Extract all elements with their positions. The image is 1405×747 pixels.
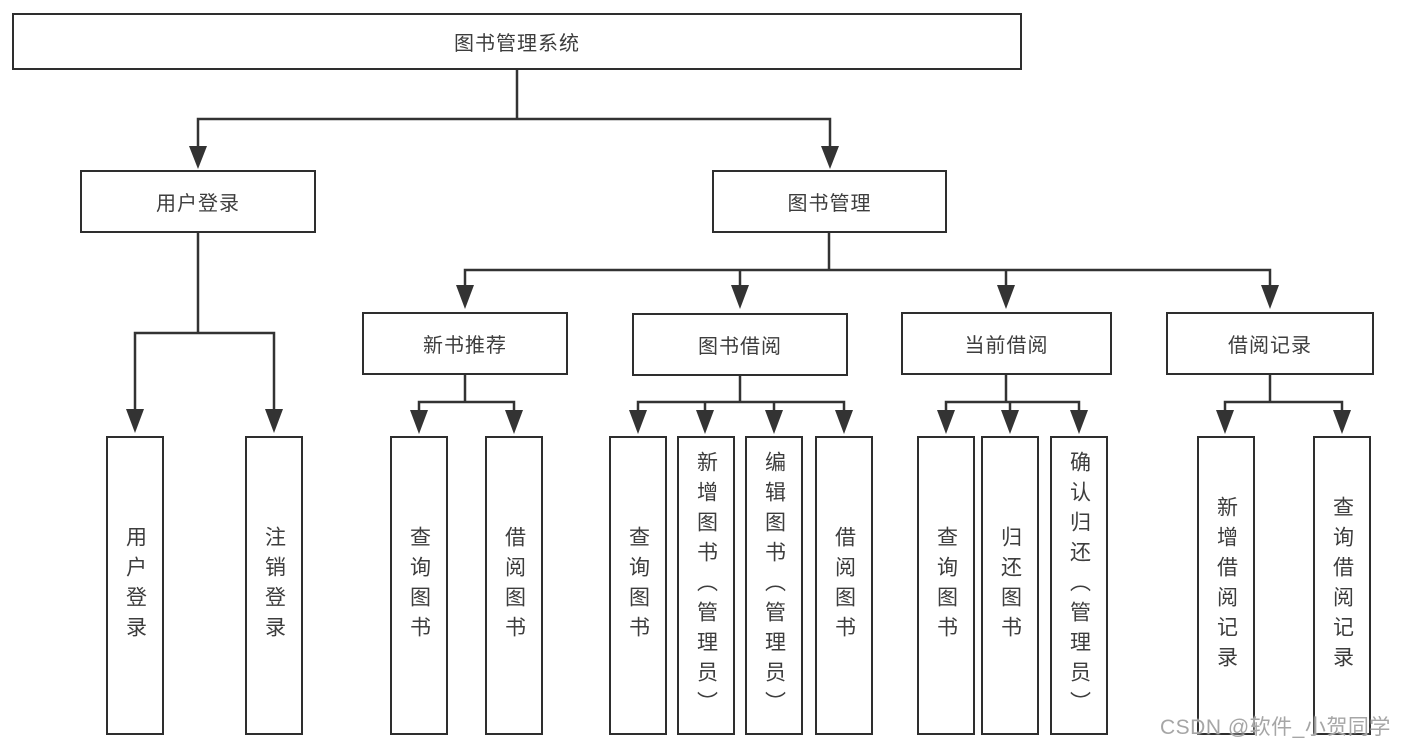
arrowhead (410, 410, 428, 434)
leaf-label: 新增图书（管理员） (694, 450, 718, 721)
arrowhead (731, 285, 749, 309)
arrowhead (765, 410, 783, 434)
arrowhead (1216, 410, 1234, 434)
connector-borrow-rail (636, 400, 846, 412)
arrowhead (189, 146, 207, 169)
node-label: 借阅记录 (1228, 335, 1312, 357)
arrowhead (456, 285, 474, 309)
arrowhead (126, 409, 144, 433)
leaf-label: 用户登录 (123, 525, 147, 646)
leaf-query-books-1: 查询图书 (390, 436, 448, 735)
node-new-book-recommend: 新书推荐 (362, 312, 568, 375)
leaf-label: 编辑图书（管理员） (762, 450, 786, 721)
node-label: 用户登录 (156, 193, 240, 215)
arrowhead (997, 285, 1015, 309)
node-current-borrow: 当前借阅 (901, 312, 1112, 375)
connector-records-rail (1223, 400, 1344, 412)
connector-bookmgmt-rail (463, 268, 1272, 286)
leaf-label: 查询图书 (934, 525, 958, 646)
node-label: 图书管理 (787, 193, 872, 215)
node-library-system: 图书管理系统 (12, 13, 1022, 70)
leaf-query-borrow-record: 查询借阅记录 (1313, 436, 1371, 735)
leaf-query-books-2: 查询图书 (609, 436, 667, 735)
node-borrow-records: 借阅记录 (1166, 312, 1374, 375)
node-book-management: 图书管理 (712, 170, 947, 233)
leaf-label: 借阅图书 (502, 525, 526, 646)
arrowhead (1001, 410, 1019, 434)
connector-current-rail (944, 400, 1081, 412)
arrowhead (937, 410, 955, 434)
leaf-user-login: 用户登录 (106, 436, 164, 735)
leaf-label: 查询借阅记录 (1330, 495, 1354, 676)
leaf-label: 查询图书 (626, 525, 650, 646)
leaf-return-book: 归还图书 (981, 436, 1039, 735)
arrowhead (696, 410, 714, 434)
node-label: 图书管理系统 (454, 33, 580, 55)
leaf-label: 归还图书 (998, 525, 1022, 646)
node-label: 新书推荐 (423, 335, 507, 357)
leaf-logout: 注销登录 (245, 436, 303, 735)
leaf-borrow-books-1: 借阅图书 (485, 436, 543, 735)
arrowhead (835, 410, 853, 434)
connector-userlogin-rail (133, 331, 276, 411)
leaf-label: 借阅图书 (832, 525, 856, 646)
arrowhead (1333, 410, 1351, 434)
leaf-label: 确认归还（管理员） (1067, 450, 1091, 721)
arrowhead (505, 410, 523, 434)
node-book-borrow: 图书借阅 (632, 313, 848, 376)
node-user-login-branch: 用户登录 (80, 170, 316, 233)
leaf-query-books-3: 查询图书 (917, 436, 975, 735)
leaf-label: 新增借阅记录 (1214, 495, 1238, 676)
arrowhead (265, 409, 283, 433)
leaf-label: 查询图书 (407, 525, 431, 646)
leaf-add-book-admin: 新增图书（管理员） (677, 436, 735, 735)
arrowhead (1070, 410, 1088, 434)
leaf-edit-book-admin: 编辑图书（管理员） (745, 436, 803, 735)
leaf-label: 注销登录 (262, 525, 286, 646)
csdn-watermark: CSDN @软件_小贺同学 (1160, 716, 1391, 739)
leaf-confirm-return-admin: 确认归还（管理员） (1050, 436, 1108, 735)
leaf-add-borrow-record: 新增借阅记录 (1197, 436, 1255, 735)
connector-level1-rail (196, 117, 832, 148)
node-label: 当前借阅 (964, 335, 1049, 357)
connector-newbooks-rail (417, 400, 516, 412)
arrowhead (629, 410, 647, 434)
arrowhead (821, 146, 839, 169)
arrowhead (1261, 285, 1279, 309)
node-label: 图书借阅 (698, 336, 782, 358)
leaf-borrow-books-2: 借阅图书 (815, 436, 873, 735)
